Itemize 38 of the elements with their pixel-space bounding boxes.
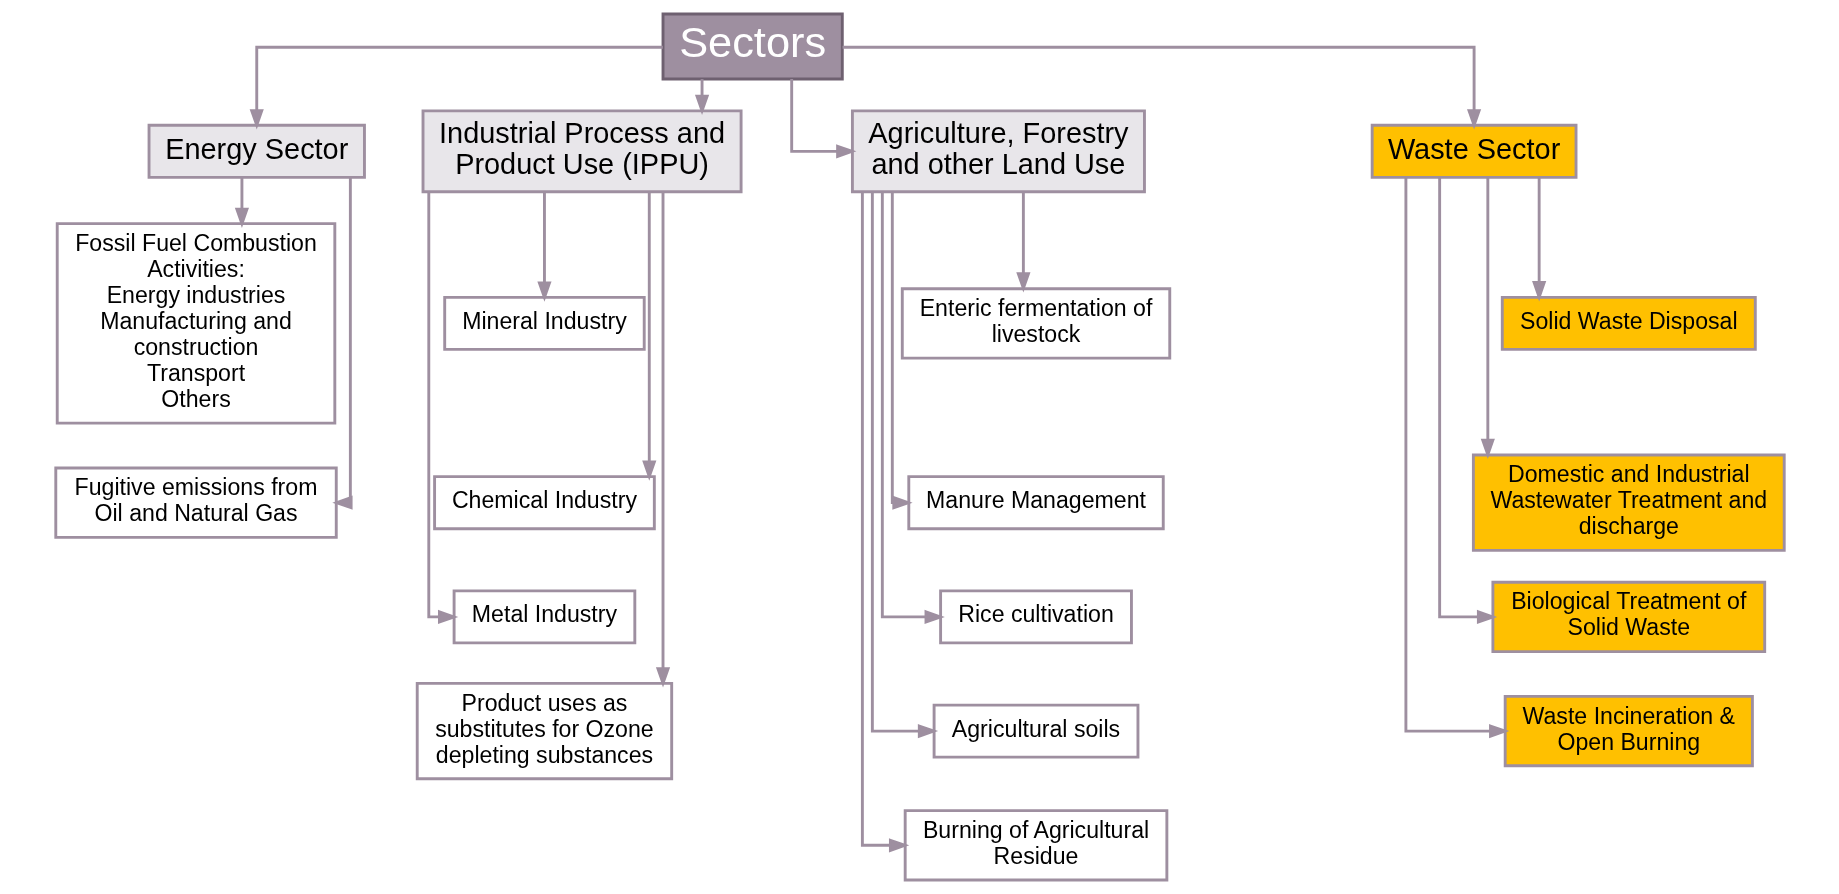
arrow xyxy=(655,192,670,688)
arrow xyxy=(870,192,938,739)
node-box: Agriculture, Forestry and other Land Use xyxy=(850,109,1146,194)
node-box: Waste Sector xyxy=(1370,123,1577,179)
node-box: Mineral Industry xyxy=(442,295,646,351)
arrow xyxy=(641,192,656,481)
arrow xyxy=(1480,177,1495,459)
node-box: Fossil Fuel Combustion Activities: Energy industries Manufacturing and construction Transport Others xyxy=(55,222,336,425)
arrow xyxy=(536,192,552,302)
arrow xyxy=(234,177,249,228)
arrow xyxy=(842,45,1481,130)
arrow xyxy=(331,177,353,510)
node-box: Chemical Industry xyxy=(432,475,656,531)
arrow xyxy=(1437,177,1497,624)
node-box: Biological Treatment of Solid Waste xyxy=(1490,580,1766,654)
node-box: Energy Sector xyxy=(147,123,366,179)
arrow xyxy=(789,79,856,159)
arrow xyxy=(426,191,458,624)
arrow xyxy=(880,191,945,624)
node-box: Fugitive emissions from Oil and Natural Gas xyxy=(53,466,338,539)
node-box: Waste Incineration & Open Burning xyxy=(1503,694,1754,768)
node-box: Domestic and Industrial Wastewater Treatment and discharge xyxy=(1471,453,1786,552)
node-box: Burning of Agricultural Residue xyxy=(903,809,1168,882)
arrow xyxy=(1531,177,1546,302)
arrow xyxy=(1403,177,1509,739)
node-box: Industrial Process and Product Use (IPPU) xyxy=(421,109,743,194)
arrow xyxy=(860,192,909,853)
node-box: Product uses as substitutes for Ozone depleting substances xyxy=(415,681,673,781)
node-box: Enteric fermentation of livestock xyxy=(900,287,1171,360)
arrow xyxy=(890,192,913,510)
node-box: Metal Industry xyxy=(452,589,636,645)
node-box: Sectors xyxy=(661,12,844,81)
node-box: Solid Waste Disposal xyxy=(1500,295,1757,351)
node-box: Agricultural soils xyxy=(932,703,1139,759)
arrow xyxy=(1015,192,1030,293)
node-box: Rice cultivation xyxy=(938,589,1133,645)
node-box: Manure Management xyxy=(906,475,1165,531)
arrow xyxy=(249,45,663,130)
